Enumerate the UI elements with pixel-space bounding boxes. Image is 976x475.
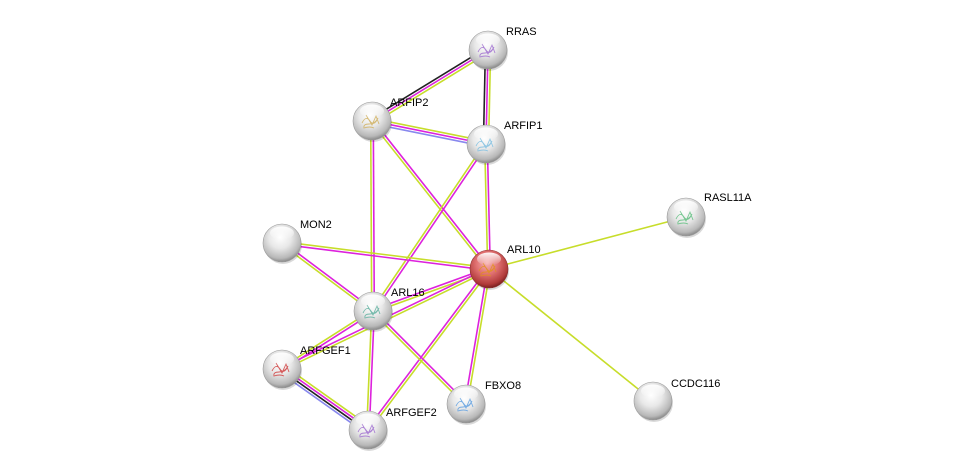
edge-line-coexpression [463,268,489,404]
edge-line-coexpression [371,120,487,145]
node-highlight [474,127,498,141]
node-label: ARL16 [391,287,425,299]
edges-layer [279,47,687,434]
node-label: ARFIP2 [390,97,429,109]
node-label: ARFGEF1 [300,345,351,357]
edge-arfip1-arl10[interactable] [483,143,492,270]
node-label: ARL10 [507,244,541,256]
protein-structure-icon [362,304,381,319]
edge-arfip1-arl16[interactable] [371,142,488,313]
edge-arl10-ccdc116[interactable] [488,268,654,402]
edge-line-coexpression [372,119,491,269]
node-highlight [270,226,294,240]
protein-structure-icon [455,397,474,412]
edge-line-homology [370,47,488,120]
edge-line-textmining [466,269,492,405]
node-highlight [641,384,665,398]
edge-line-coexpression [372,267,489,311]
edge-line-coexpression [373,144,488,313]
edge-arfip2-arfip1[interactable] [371,117,487,148]
node-label: RRAS [506,26,537,38]
node-label: RASL11A [704,192,752,204]
node-highlight [356,413,380,427]
node-label: CCDC116 [671,378,720,390]
protein-structure-icon [675,210,694,225]
edge-line-textmining [369,121,373,312]
protein-structure-icon [357,423,376,438]
edge-line-textmining [488,216,687,270]
edge-line-textmining [483,144,489,270]
protein-structure-icon [271,362,290,377]
edge-line-textmining [372,51,490,124]
node-highlight [477,252,501,266]
node-label: FBXO8 [485,380,521,392]
edge-line-coexpression [372,120,376,311]
edge-line-coexpression [371,49,489,122]
edge-arl16-fbxo8[interactable] [371,309,468,406]
node-label: MON2 [300,219,332,231]
edge-line-textmining [371,142,486,311]
protein-structure-icon [477,43,496,58]
edge-arfip2-arl10[interactable] [370,119,491,271]
edge-arl10-arfgef2[interactable] [366,267,491,432]
node-arfip2[interactable]: ARFIP2 [352,97,429,142]
node-highlight [361,294,385,308]
node-arfgef2[interactable]: ARFGEF2 [348,407,437,451]
node-ccdc116[interactable]: CCDC116 [633,378,720,422]
edge-line-textmining [282,240,490,269]
node-arl10[interactable]: ARL10 [469,244,541,290]
node-rasl11a[interactable]: RASL11A [666,192,752,238]
node-arfip1[interactable]: ARFIP1 [466,120,543,165]
node-rras[interactable]: RRAS [468,26,537,71]
protein-structure-icon [361,114,380,129]
edge-arl10-rasl11a[interactable] [488,216,687,270]
edge-line-coexpression [368,311,376,431]
edge-rras-arfip2[interactable] [370,47,490,124]
node-highlight [454,387,478,401]
node-label: ARFGEF2 [386,407,437,419]
node-highlight [476,33,500,47]
edge-line-textmining [371,311,466,406]
edge-line-textmining [370,121,489,271]
node-mon2[interactable]: MON2 [262,219,332,264]
edge-arfip2-arl16[interactable] [369,120,376,312]
edge-line-textmining [372,117,487,143]
edge-line-textmining [488,268,654,402]
edge-line-coexpression [281,243,489,272]
node-fbxo8[interactable]: FBXO8 [446,380,521,425]
node-arl16[interactable]: ARL16 [353,287,425,332]
edge-arl16-arfgef2[interactable] [365,310,376,431]
node-highlight [270,352,294,366]
edge-line-database [371,122,486,148]
edge-line-coexpression [486,143,492,269]
protein-structure-icon [475,137,494,152]
edge-line-textmining [365,310,373,430]
node-highlight [360,104,384,118]
node-highlight [674,200,698,214]
protein-structure-icon [478,262,497,277]
node-arfgef1[interactable]: ARFGEF1 [262,345,351,390]
edge-arl10-fbxo8[interactable] [463,268,492,405]
edge-line-textmining [368,269,491,432]
edge-line-coexpression [366,267,489,430]
edge-mon2-arl10[interactable] [281,240,490,272]
node-label: ARFIP1 [504,120,543,132]
edge-line-coexpression [373,309,468,404]
